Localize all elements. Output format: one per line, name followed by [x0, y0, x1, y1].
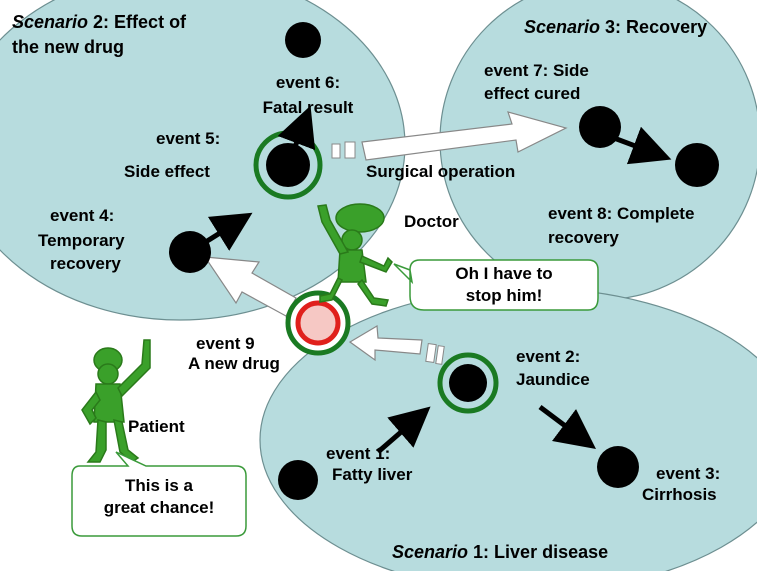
event-5-node: [266, 143, 310, 187]
event-8-node: [675, 143, 719, 187]
event-3-node: [597, 446, 639, 488]
patient-speech-text: This is a great chance!: [72, 475, 246, 519]
scenario-2-title-line2: the new drug: [12, 37, 124, 58]
event-3-id: event 3:: [656, 463, 720, 484]
event-4-node: [169, 231, 211, 273]
event-5-id: event 5:: [156, 128, 220, 149]
event-1-node: [278, 460, 318, 500]
scenario-3-title: Scenario 3: Recovery: [524, 17, 707, 38]
event-2-id: event 2:: [516, 346, 580, 367]
scenario-2-title: Scenario 2: Effect of: [12, 12, 186, 33]
event-6-text: Fatal result: [258, 97, 358, 118]
event-7-id: event 7: Side: [484, 60, 589, 81]
event-9-text: A new drug: [188, 353, 280, 374]
event-2-node: [449, 364, 487, 402]
event-7-text: effect cured: [484, 83, 580, 104]
event-6-id: event 6:: [258, 72, 358, 93]
event-1-id: event 1:: [326, 443, 390, 464]
patient-label: Patient: [128, 416, 185, 437]
doctor-speech-line-2: stop him!: [410, 285, 598, 307]
event-7-node: [579, 106, 621, 148]
event-9-ring-inner: [298, 303, 338, 343]
event-4-text-2: recovery: [50, 253, 121, 274]
patient-speech-line-1: This is a: [72, 475, 246, 497]
event-8-id: event 8: Complete: [548, 203, 694, 224]
scenario-1-title: Scenario 1: Liver disease: [392, 542, 608, 563]
doctor-speech-line-1: Oh I have to: [410, 263, 598, 285]
event-6-node: [285, 22, 321, 58]
event-4-id: event 4:: [50, 205, 114, 226]
event-3-text: Cirrhosis: [642, 484, 717, 505]
patient-figure: [82, 340, 150, 462]
event-2-text: Jaundice: [516, 369, 590, 390]
surgical-operation-label: Surgical operation: [366, 161, 515, 182]
doctor-speech-text: Oh I have to stop him!: [410, 263, 598, 307]
event-4-text-1: Temporary: [38, 230, 125, 251]
doctor-label: Doctor: [404, 211, 459, 232]
event-8-text: recovery: [548, 227, 619, 248]
event-5-text: Side effect: [124, 161, 210, 182]
event-9-id: event 9: [196, 333, 255, 354]
patient-speech-line-2: great chance!: [72, 497, 246, 519]
event-1-text: Fatty liver: [332, 464, 412, 485]
event-6-label: event 6: Fatal result: [258, 72, 358, 118]
